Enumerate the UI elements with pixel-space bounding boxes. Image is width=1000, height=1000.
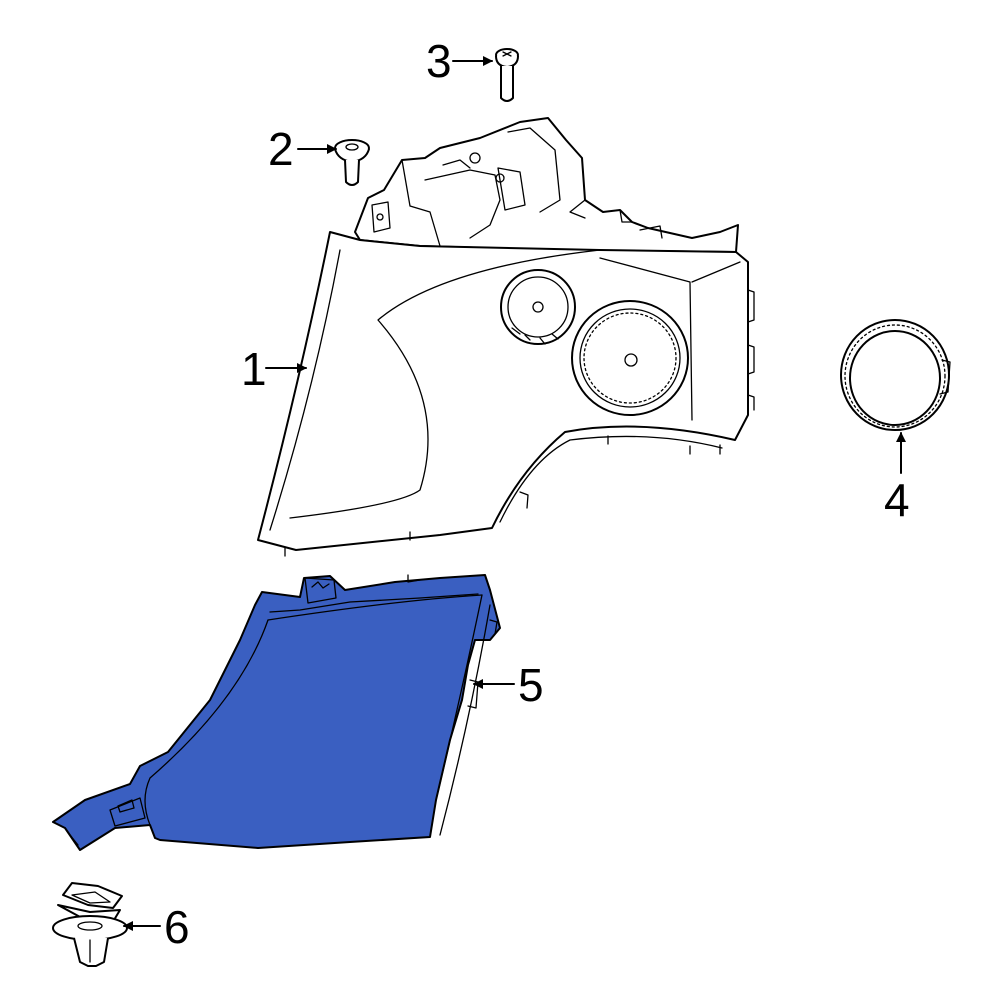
callout-6: 6: [164, 901, 190, 953]
part-3-screw[interactable]: [495, 48, 519, 102]
part-2-pin[interactable]: [334, 139, 370, 186]
part-1-quarter-trim-panel[interactable]: [257, 117, 755, 557]
callout-5: 5: [518, 659, 544, 711]
part-5-lower-trim-panel[interactable]: [52, 574, 501, 851]
leader-lines: [123, 56, 906, 931]
callout-3: 3: [426, 35, 452, 87]
part-4-speaker-ring[interactable]: [840, 319, 951, 431]
callout-4: 4: [884, 474, 910, 526]
part-6-clip[interactable]: [52, 882, 128, 967]
callout-2: 2: [268, 123, 294, 175]
callout-1: 1: [241, 343, 267, 395]
